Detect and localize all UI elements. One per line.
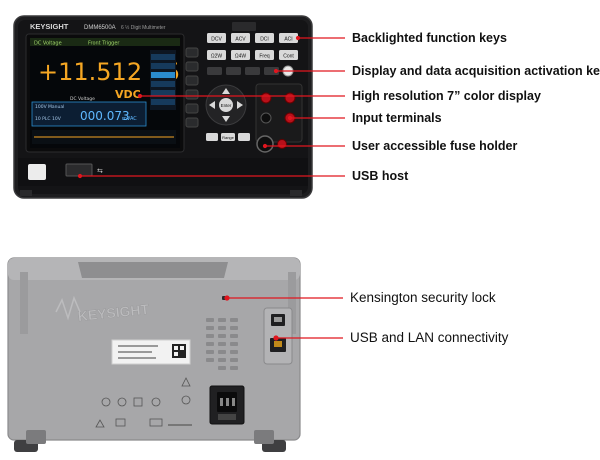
- nav-key-left[interactable]: [206, 133, 218, 141]
- callout-kensington: Kensington security lock: [350, 290, 496, 305]
- callout-fuse-holder: User accessible fuse holder: [352, 139, 518, 153]
- callout-usb-host: USB host: [352, 169, 409, 183]
- primary-unit: VDC: [115, 88, 141, 101]
- secondary-unit: mVAC: [122, 116, 137, 122]
- power-switch[interactable]: [28, 164, 46, 180]
- display-tab-label: Front Trigger: [88, 41, 120, 47]
- rear-brand-wave-icon: [55, 295, 81, 321]
- nav-key-right[interactable]: [238, 133, 250, 141]
- acq-key-4[interactable]: [264, 67, 279, 75]
- function-keys: DCV ACV DCI ACI Ω2W Ω4W Freq Cont: [207, 33, 298, 60]
- usb-icon: ⇆: [97, 168, 103, 175]
- model-label: DMM6500A: [84, 25, 116, 31]
- softkey-6[interactable]: [185, 117, 199, 128]
- navigation-cluster: Enter Range: [205, 84, 250, 141]
- terminal-lo-sense[interactable]: [260, 112, 272, 124]
- compliance-marks: [95, 377, 191, 428]
- key-dci[interactable]: DCI: [260, 37, 269, 43]
- key-dcv[interactable]: DCV: [211, 37, 222, 43]
- softkey-1[interactable]: [185, 47, 199, 58]
- callout-display-keys: Display and data acquisition activation …: [352, 64, 600, 78]
- secondary-mode-label: DC Voltage: [70, 96, 95, 102]
- terminal-hi-sense[interactable]: [260, 92, 272, 104]
- nplc-value: 10V: [52, 116, 62, 122]
- rear-callout-lines: [224, 295, 343, 341]
- left-arrow-icon[interactable]: [209, 101, 215, 109]
- right-arrow-icon[interactable]: [237, 101, 243, 109]
- input-terminals: [255, 83, 303, 143]
- callout-backlit-keys: Backlighted function keys: [352, 31, 507, 45]
- current-terminal[interactable]: [277, 139, 287, 149]
- acq-key-3[interactable]: [245, 67, 260, 75]
- range-button[interactable]: [221, 133, 235, 141]
- softkey-3[interactable]: [185, 75, 199, 86]
- callout-usb-lan: USB and LAN connectivity: [350, 330, 509, 345]
- acq-key-2[interactable]: [226, 67, 241, 75]
- rear-brand-emboss: KEYSIGHT: [77, 301, 150, 324]
- nplc-label: 10 PLC: [35, 116, 51, 122]
- display-mode-label: DC Voltage: [34, 41, 62, 47]
- enter-label: Enter: [221, 103, 232, 108]
- range-mode: Manual: [48, 104, 64, 110]
- down-arrow-icon[interactable]: [222, 116, 230, 122]
- rear-panel: KEYSIGHT: [7, 257, 301, 452]
- front-callout-lines: [77, 35, 345, 179]
- softkey-5[interactable]: [185, 103, 199, 114]
- front-panel: KEYSIGHT DMM6500A 6 ½ Digit Multimeter D…: [13, 15, 313, 199]
- terminal-hi-input[interactable]: [284, 92, 296, 104]
- color-display: DC Voltage Front Trigger +11.512 95 VDC …: [30, 38, 180, 148]
- key-aci[interactable]: ACI: [284, 37, 292, 43]
- fuse-drawer[interactable]: [218, 414, 236, 420]
- callout-display: High resolution 7” color display: [352, 89, 541, 103]
- range-label: 100V: [35, 104, 48, 110]
- acq-key-1[interactable]: [207, 67, 222, 75]
- callout-input-terminals: Input terminals: [352, 111, 442, 125]
- key-cont[interactable]: Cont: [283, 54, 294, 60]
- key-ohm2w[interactable]: Ω2W: [211, 54, 223, 60]
- enter-button[interactable]: [219, 98, 233, 112]
- range-button-label: Range: [222, 135, 235, 140]
- front-brand-logo: KEYSIGHT: [30, 22, 69, 31]
- key-acv[interactable]: ACV: [235, 37, 246, 43]
- key-freq[interactable]: Freq: [259, 54, 270, 60]
- vent-grille: [206, 318, 238, 370]
- model-description: 6 ½ Digit Multimeter: [121, 24, 166, 31]
- softkey-column: [185, 47, 199, 128]
- softkey-4[interactable]: [185, 89, 199, 100]
- secondary-reading: 000.073: [80, 109, 130, 123]
- softkey-2[interactable]: [185, 61, 199, 72]
- key-ohm4w[interactable]: Ω4W: [235, 54, 247, 60]
- up-arrow-icon[interactable]: [222, 88, 230, 94]
- acquisition-keys: [207, 65, 294, 77]
